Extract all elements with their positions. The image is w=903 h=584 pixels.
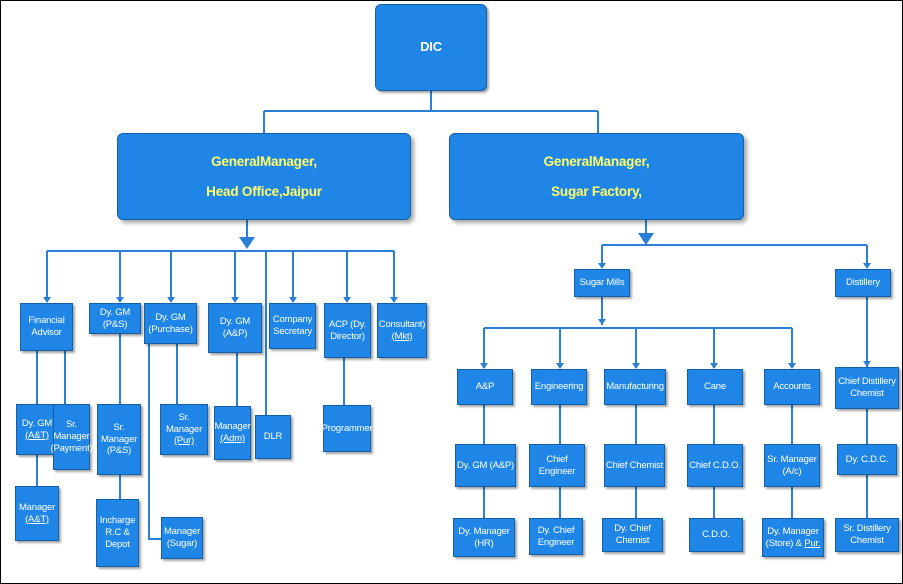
dic-label: DIC <box>420 39 442 55</box>
dy-cdc-box: Dy. C.D.C. <box>837 444 897 475</box>
dy-gm-ap-sf-label: Dy. GM (A&P) <box>456 459 515 471</box>
ap-box: A&P <box>457 369 513 405</box>
dy-gm-at-label: Dy. GM <box>21 417 53 429</box>
cdo-box: C.D.O. <box>689 518 743 552</box>
dy-manager-store-sub: (Store) & Pur. <box>766 538 821 550</box>
acp-box: ACP (Dy. Director) <box>324 303 371 358</box>
manager-adm-box: Manager (Adm) <box>214 406 251 460</box>
dlr-box: DLR <box>255 415 291 459</box>
manager-adm-sub-label: (Adm) <box>220 433 245 444</box>
acp-label: ACP (Dy. Director) <box>328 318 367 342</box>
dlr-label: DLR <box>263 431 283 443</box>
dy-chief-chemist-label: Dy. Chief Chemist <box>614 523 651 546</box>
ap-label: A&P <box>475 381 495 393</box>
manager-sugar-box: Manager (Sugar) <box>161 517 203 559</box>
chief-cdo-label: Chief C.D.O. <box>689 459 741 471</box>
sr-manager-ps-box: Sr. Manager (P&S) <box>97 404 141 475</box>
chief-cdo-box: Chief C.D.O. <box>687 444 743 487</box>
sr-distillery-chemist-box: Sr. Distillery Chemist <box>835 518 899 552</box>
distillery-label: Distillery <box>846 277 880 289</box>
sr-manager-pur-label: Sr. Manager <box>165 411 203 435</box>
sr-manager-pur-box: Sr. Manager (Pur) <box>160 404 208 455</box>
manufacturing-label: Manufacturing <box>606 381 664 393</box>
chief-engineer-box: Chief Engineer <box>529 444 585 487</box>
financial-advisor-box: Financial Advisor <box>20 303 73 351</box>
dy-chief-engineer-box: Dy. Chief Engineer <box>529 518 583 555</box>
manager-at-label: Manager <box>18 501 56 513</box>
incharge-rc-depot-box: Incharge R.C & Depot <box>96 499 139 567</box>
gm-sugar-factory-line1: GeneralManager, <box>543 154 650 169</box>
chief-distillery-chemist-box: Chief Distillery Chemist <box>835 367 899 409</box>
sr-manager-payment-label: Sr. Manager (Payment) <box>50 419 93 454</box>
dy-gm-ps-label: Dy. GM (P&S) <box>99 306 131 330</box>
dy-gm-ap-box: Dy. GM (A&P) <box>208 303 262 353</box>
consultant-label: Consultant) <box>378 318 426 330</box>
company-secretary-box: Company Secretary <box>269 303 316 349</box>
accounts-label: Accounts <box>773 381 811 393</box>
dy-gm-at-box: Dy. GM (A&T) <box>16 404 58 455</box>
gm-sugar-factory-line2: Sugar Factory, <box>551 183 642 199</box>
gm-head-office-box: GeneralManager, Head Office,Jaipur <box>117 133 411 220</box>
manufacturing-box: Manufacturing <box>604 369 666 405</box>
cane-label: Cane <box>704 381 726 393</box>
sr-manager-ps-label: Sr. Manager (P&S) <box>100 421 138 457</box>
sugar-mills-box: Sugar Mills <box>574 269 630 297</box>
manager-adm-label: Manager <box>214 421 251 433</box>
dy-manager-hr-label: Dy. Manager (HR) <box>458 525 510 549</box>
dy-manager-store-box: Dy. Manager (Store) & Pur. <box>762 518 824 557</box>
dy-gm-ap-sf-box: Dy. GM (A&P) <box>455 444 516 487</box>
gm-head-office-line2: Head Office,Jaipur <box>206 183 322 199</box>
company-secretary-label: Company Secretary <box>272 314 313 337</box>
chief-engineer-label: Chief Engineer <box>538 453 576 477</box>
chief-chemist-box: Chief Chemist <box>604 444 665 487</box>
dy-cdc-label: Dy. C.D.C. <box>845 453 889 465</box>
dy-chief-chemist-box: Dy. Chief Chemist <box>602 518 663 552</box>
dy-gm-purchase-box: Dy. GM (Purchase) <box>144 303 197 344</box>
engineering-box: Engineering <box>531 369 587 405</box>
chief-distillery-chemist-label: Chief Distillery Chemist <box>838 376 896 399</box>
dy-manager-store-pur: Pur. <box>804 537 821 549</box>
incharge-rc-depot-label: Incharge R.C & Depot <box>99 515 136 550</box>
accounts-box: Accounts <box>764 369 820 405</box>
cdo-label: C.D.O. <box>702 529 730 541</box>
dy-gm-ap-label: Dy. GM (A&P) <box>219 316 251 339</box>
gm-sugar-factory-box: GeneralManager, Sugar Factory, <box>449 133 744 220</box>
consultant-box: Consultant) (Mkt) <box>377 303 427 358</box>
consultant-mkt-label: (Mkt) <box>391 330 413 342</box>
engineering-label: Engineering <box>534 381 584 393</box>
manager-at-box: Manager (A&T) <box>15 486 59 541</box>
dy-gm-ps-box: Dy. GM (P&S) <box>89 303 141 334</box>
distillery-box: Distillery <box>835 269 891 297</box>
cane-box: Cane <box>687 369 743 405</box>
dy-gm-at-sub-label: (A&T) <box>25 429 49 441</box>
manager-at-sub-label: (A&T) <box>25 513 49 525</box>
dy-manager-store-label: Dy. Manager <box>767 525 819 537</box>
sr-manager-ac-box: Sr. Manager (A/c) <box>764 444 820 487</box>
dy-manager-hr-box: Dy. Manager (HR) <box>453 518 515 557</box>
programmer-label: Programmer <box>321 422 373 434</box>
programmer-box: Programmer <box>321 405 373 452</box>
dy-chief-engineer-label: Dy. Chief Engineer <box>537 524 575 548</box>
financial-advisor-label: Financial Advisor <box>28 315 65 338</box>
sr-manager-ac-label: Sr. Manager (A/c) <box>767 453 817 477</box>
gm-head-office-line1: GeneralManager, <box>211 154 317 169</box>
sr-manager-payment-box: Sr. Manager (Payment) <box>50 404 93 470</box>
manager-sugar-label: Manager (Sugar) <box>163 526 201 549</box>
sr-manager-pur-sub-label: (Pur) <box>173 435 195 447</box>
sugar-mills-label: Sugar Mills <box>579 277 625 289</box>
dic-box: DIC <box>375 4 487 91</box>
chief-chemist-label: Chief Chemist <box>605 459 664 471</box>
sr-distillery-chemist-label: Sr. Distillery Chemist <box>843 523 891 546</box>
dy-gm-purchase-label: Dy. GM (Purchase) <box>148 311 193 335</box>
dy-manager-store-line2: (Store) & <box>765 537 805 549</box>
